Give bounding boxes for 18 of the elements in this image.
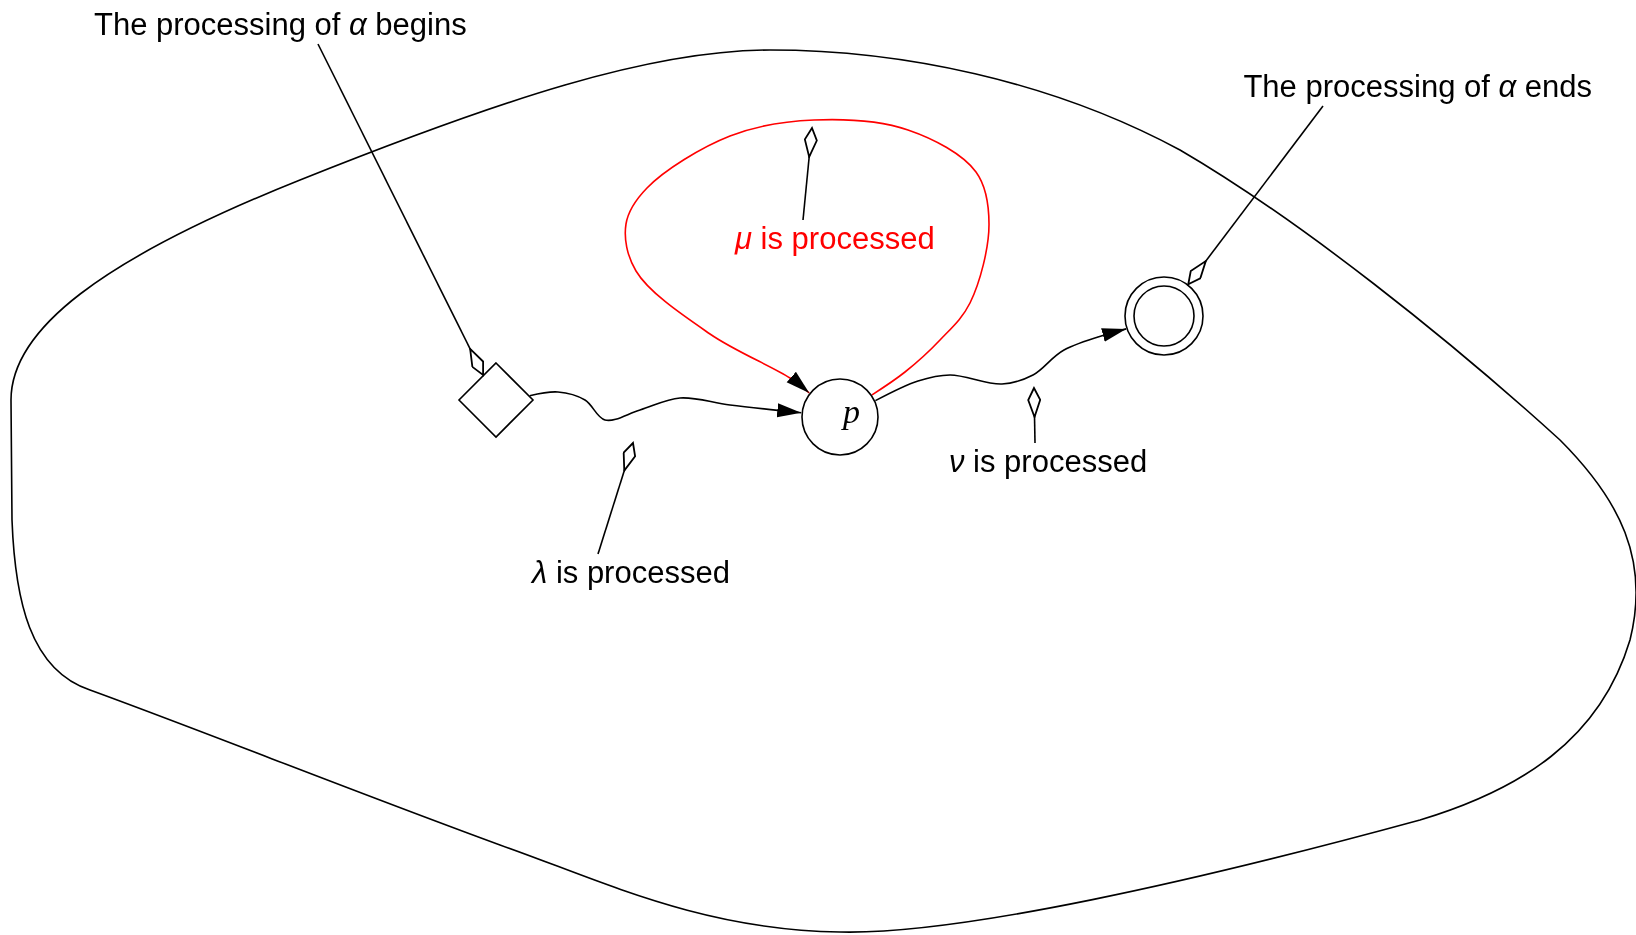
diamond-shape bbox=[458, 362, 534, 438]
annotation-text: The processing of α ends bbox=[1243, 70, 1592, 104]
annotation-text: The processing of α begins bbox=[94, 8, 467, 42]
arrow bbox=[528, 391, 803, 422]
state-circle bbox=[801, 378, 879, 456]
double-circle bbox=[1124, 276, 1204, 356]
leader-line bbox=[802, 127, 818, 221]
leader-line bbox=[597, 442, 636, 555]
annotation-text: λ is processed bbox=[532, 556, 730, 590]
leader-line bbox=[317, 43, 484, 376]
arrow bbox=[624, 118, 990, 396]
closed-curve-region bbox=[8, 46, 1636, 935]
state-label: p bbox=[843, 394, 860, 430]
arrow bbox=[874, 328, 1127, 402]
annotation-text: ν is processed bbox=[949, 445, 1148, 479]
annotation-text: μ is processed bbox=[735, 222, 935, 256]
leader-line bbox=[1187, 105, 1324, 286]
leader-line bbox=[1027, 387, 1042, 444]
